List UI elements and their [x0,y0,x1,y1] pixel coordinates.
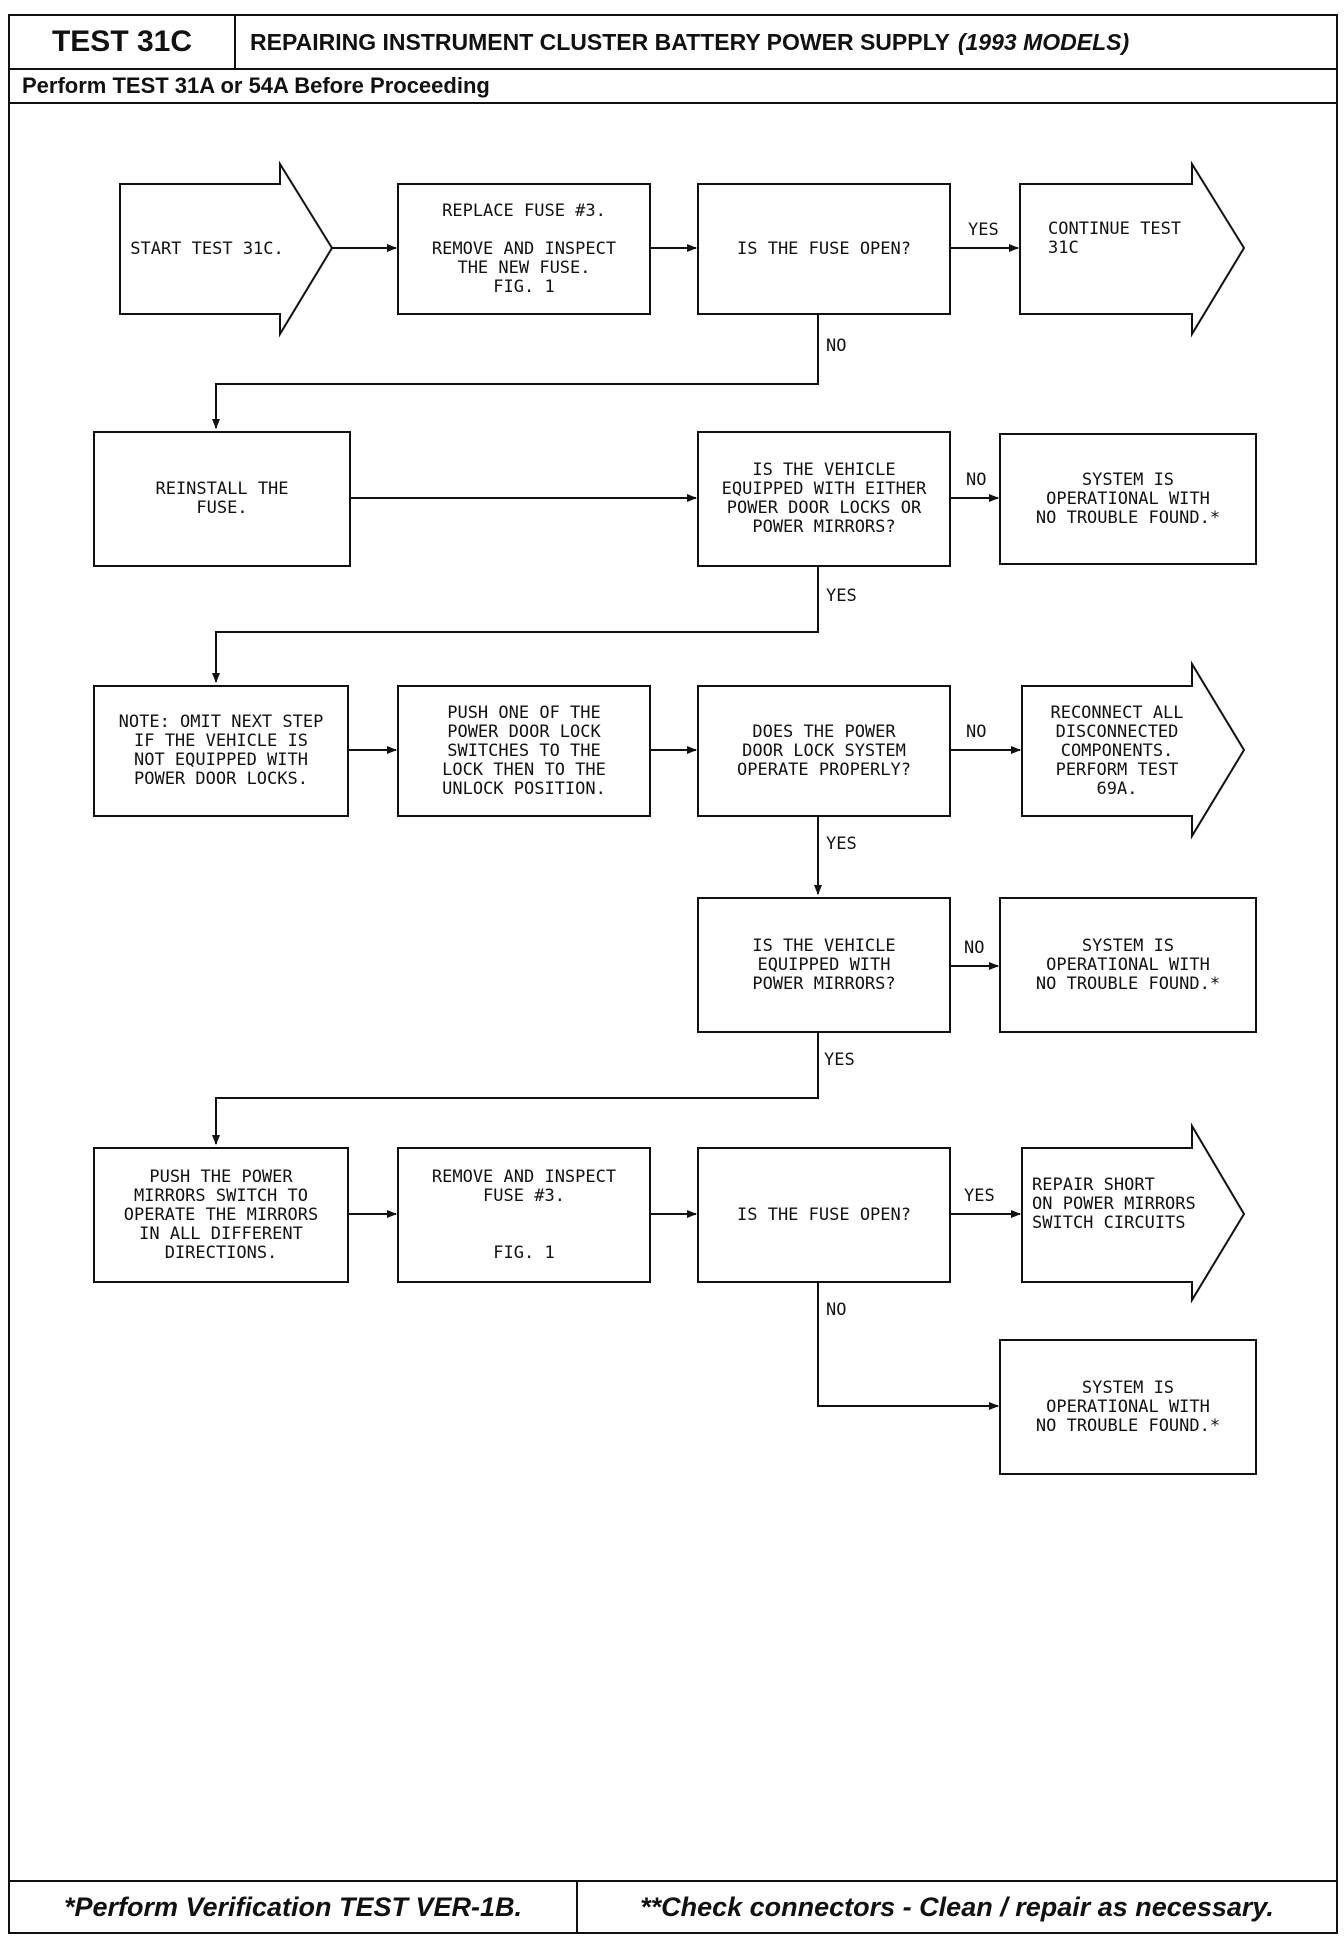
test-sheet: TEST 31C REPAIRING INSTRUMENT CLUSTER BA… [8,14,1338,1934]
footer-verification-note: *Perform Verification TEST VER-1B. [10,1882,578,1932]
replace-fuse-text: REPLACE FUSE #3. REMOVE AND INSPECT THE … [431,200,617,297]
reconnect-text: RECONNECT ALL DISCONNECTED COMPONENTS. P… [1050,702,1184,799]
continue-test-text: CONTINUE TEST 31C [1048,219,1182,258]
start-test-text: START TEST 31C. [130,238,284,259]
no-trouble-1-text: SYSTEM IS OPERATIONAL WITH NO TROUBLE FO… [1035,469,1221,528]
no-trouble-2-box [999,897,1257,1033]
footer-row: *Perform Verification TEST VER-1B. **Che… [10,1880,1336,1932]
test-title-text: REPAIRING INSTRUMENT CLUSTER BATTERY POW… [250,28,950,55]
reconnect-arrow-shape [1021,660,1246,840]
repair-short-text: REPAIR SHORT ON POWER MIRRORS SWITCH CIR… [1032,1175,1196,1233]
yes-label-equipped-locks-mirrors: YES [826,586,857,606]
no-label-equipped-locks-mirrors: NO [966,470,987,490]
yes-label-fuse-open-2: YES [964,1186,995,1206]
header-row: TEST 31C REPAIRING INSTRUMENT CLUSTER BA… [10,16,1336,70]
no-label-fuse-open-2: NO [826,1300,847,1320]
equipped-mirrors-text: IS THE VEHICLE EQUIPPED WITH POWER MIRRO… [752,935,896,994]
prerequisite-row: Perform TEST 31A or 54A Before Proceedin… [10,70,1336,104]
test-title: REPAIRING INSTRUMENT CLUSTER BATTERY POW… [250,16,1129,68]
reinstall-fuse-text: REINSTALL THE FUSE. [155,479,289,518]
footer-connector-note: **Check connectors - Clean / repair as n… [640,1891,1274,1922]
no-label-fuse-open-1: NO [826,336,847,356]
remove-inspect-text: REMOVE AND INSPECT FUSE #3. FIG. 1 [431,1166,617,1263]
note-omit-text: NOTE: OMIT NEXT STEP IF THE VEHICLE IS N… [118,712,324,789]
door-lock-operate-text: DOES THE POWER DOOR LOCK SYSTEM OPERATE … [737,721,911,780]
yes-label-fuse-open-1: YES [968,220,999,240]
push-door-lock-text: PUSH ONE OF THE POWER DOOR LOCK SWITCHES… [442,702,606,799]
no-label-door-lock-operate: NO [966,722,987,742]
test-id: TEST 31C [10,16,236,68]
no-trouble-2-text: SYSTEM IS OPERATIONAL WITH NO TROUBLE FO… [1035,935,1221,994]
prerequisite-text: Perform TEST 31A or 54A Before Proceedin… [22,73,490,98]
yes-label-door-lock-operate: YES [826,834,857,854]
push-mirrors-text: PUSH THE POWER MIRRORS SWITCH TO OPERATE… [123,1166,319,1263]
fuse-open-2-text: IS THE FUSE OPEN? [737,1204,911,1225]
repair-short-arrow-shape [1021,1122,1246,1304]
no-trouble-3-box [999,1339,1257,1475]
yes-label-equipped-mirrors: YES [824,1050,855,1070]
continue-test-arrow-shape [1019,160,1246,338]
no-trouble-1-box [999,433,1257,565]
fuse-open-1-text: IS THE FUSE OPEN? [737,238,911,259]
no-label-equipped-mirrors: NO [964,938,985,958]
equipped-locks-mirrors-text: IS THE VEHICLE EQUIPPED WITH EITHER POWE… [721,460,927,537]
test-title-models: (1993 MODELS) [957,28,1130,55]
no-trouble-3-text: SYSTEM IS OPERATIONAL WITH NO TROUBLE FO… [1035,1377,1221,1436]
start-arrow-shape [119,160,334,338]
